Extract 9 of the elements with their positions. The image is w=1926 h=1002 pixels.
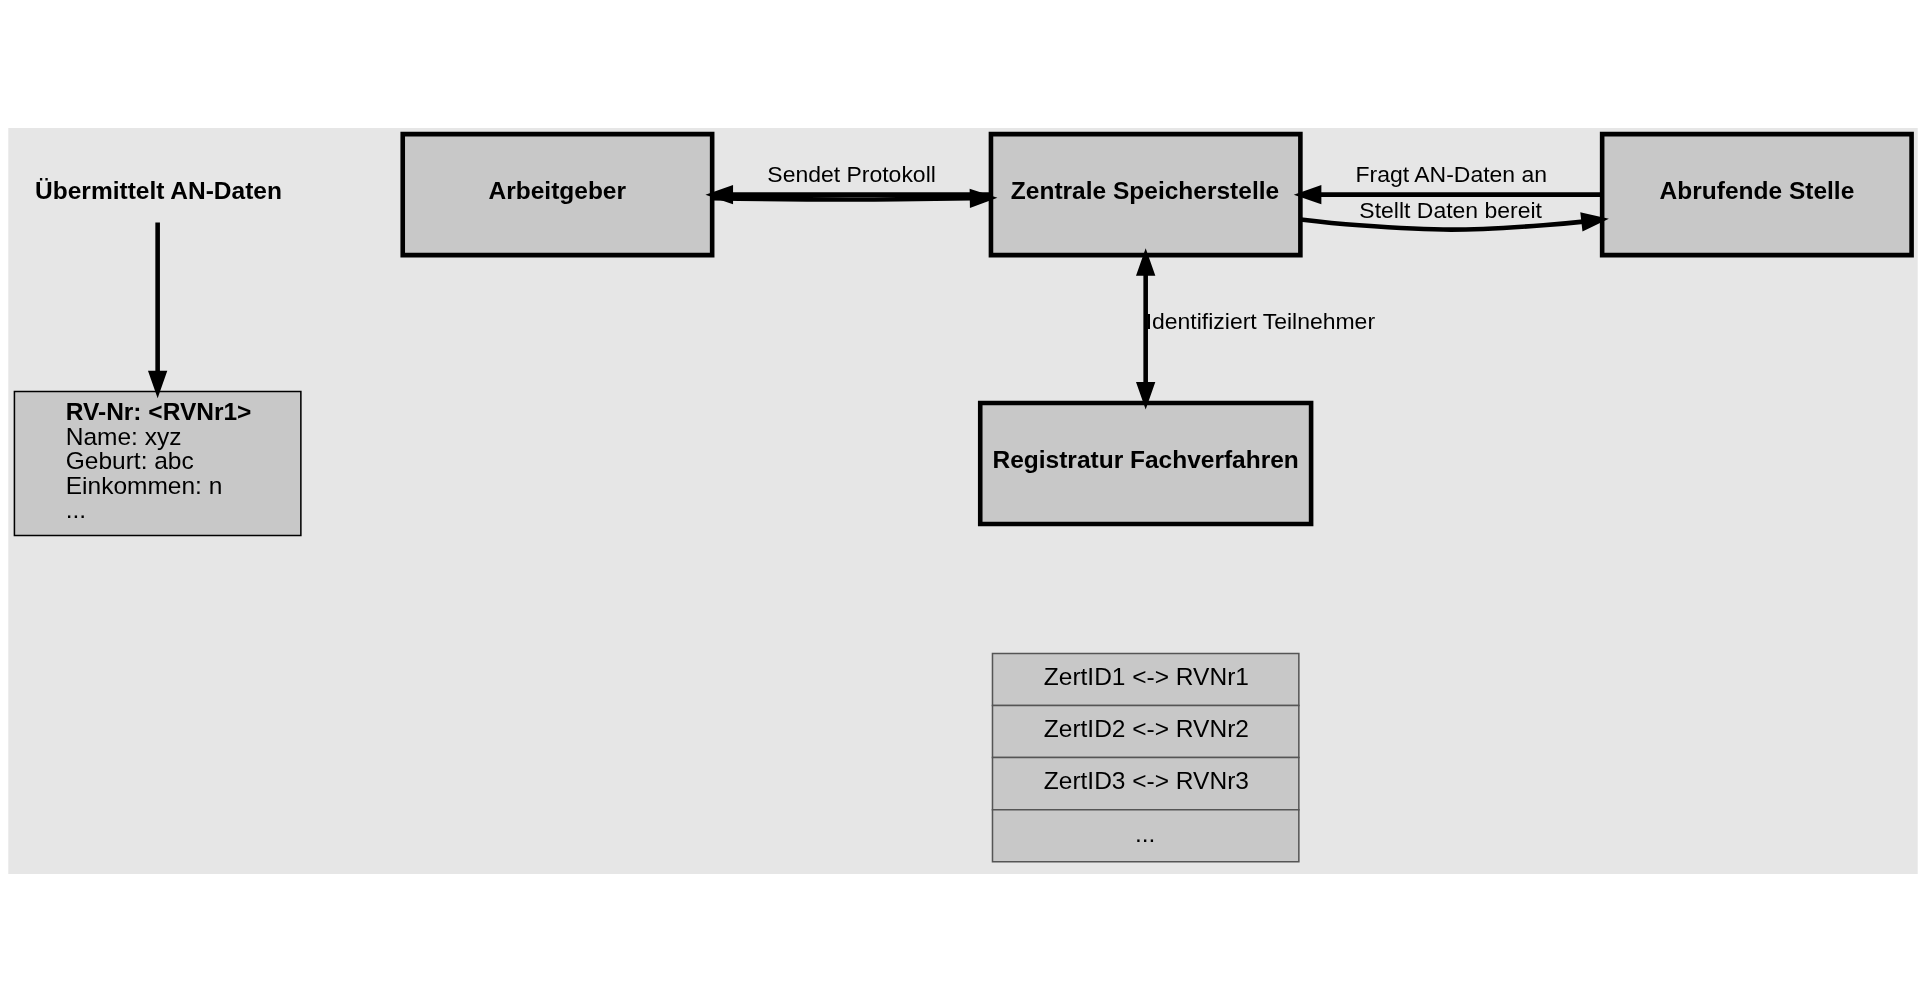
node-text: Übermittelt AN-Daten bbox=[35, 176, 282, 204]
label: ZertID2 <-> RVNr2 bbox=[1043, 715, 1249, 743]
edge-label: Fragt AN-Daten an bbox=[1355, 161, 1548, 188]
edge-label: Stellt Daten bereit bbox=[1359, 196, 1542, 223]
label: ... bbox=[1134, 819, 1156, 847]
edge-label: Identifiziert Teilnehmer bbox=[1145, 307, 1376, 334]
label: ZertID1 <-> RVNr1 bbox=[1043, 663, 1249, 691]
edge-label: Sendet Protokoll bbox=[767, 161, 936, 188]
label: ZertID3 <-> RVNr3 bbox=[1043, 767, 1249, 795]
